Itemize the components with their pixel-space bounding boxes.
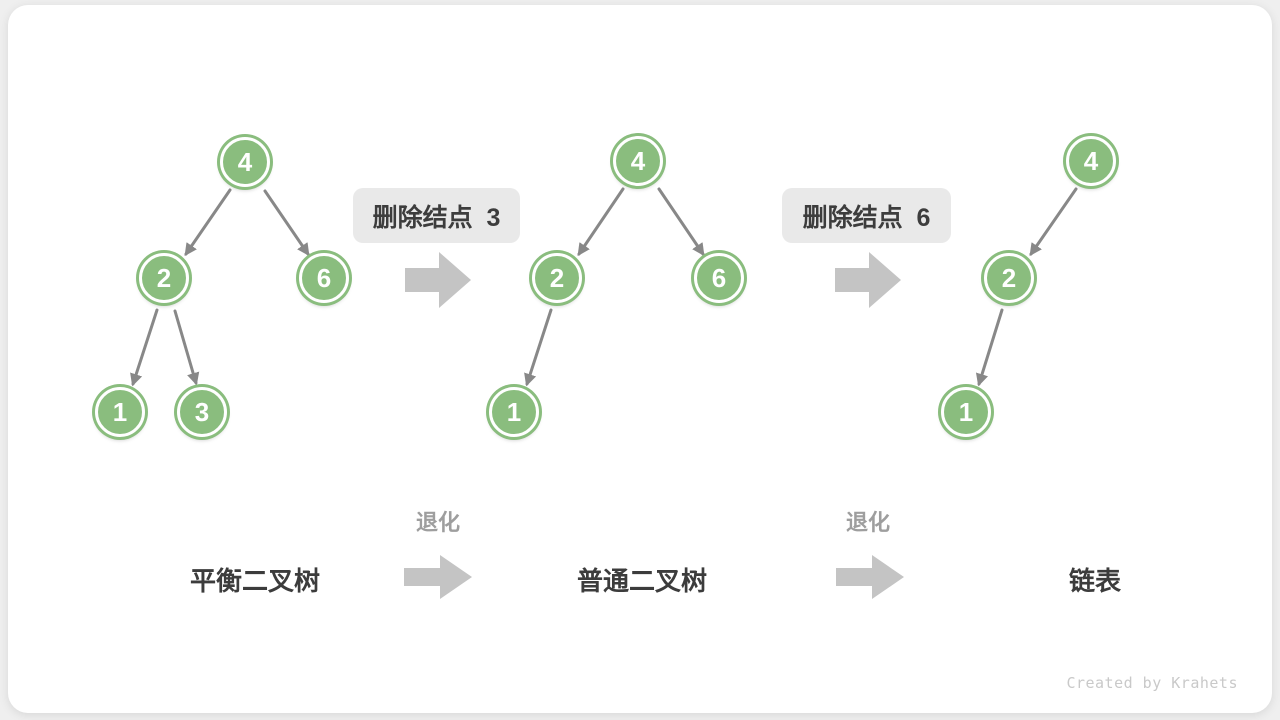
degrade-label-1: 退化 bbox=[415, 510, 461, 535]
tree2-node-2: 2 bbox=[532, 253, 582, 303]
tree2-node-4: 4 bbox=[613, 136, 663, 186]
tree1-node-6: 6 bbox=[299, 253, 349, 303]
stage-title-ordinary-binary-tree: 普通二叉树 bbox=[576, 566, 708, 596]
tree3-node-4: 4 bbox=[1066, 136, 1116, 186]
stage-title-balanced-binary-tree: 平衡二叉树 bbox=[189, 566, 321, 596]
delete-node-3-label: 删除结点 3 bbox=[353, 188, 520, 243]
tree1-node-2: 2 bbox=[139, 253, 189, 303]
tree1-node-3: 3 bbox=[177, 387, 227, 437]
stage-title-linked-list: 链表 bbox=[1068, 566, 1122, 596]
diagram-card bbox=[8, 5, 1272, 713]
tree1-node-4: 4 bbox=[220, 137, 270, 187]
tree3-node-1: 1 bbox=[941, 387, 991, 437]
tree2-node-6: 6 bbox=[694, 253, 744, 303]
tree1-node-1: 1 bbox=[95, 387, 145, 437]
tree2-node-1: 1 bbox=[489, 387, 539, 437]
tree3-node-2: 2 bbox=[984, 253, 1034, 303]
delete-node-6-label: 删除结点 6 bbox=[782, 188, 951, 243]
watermark-credit: Created by Krahets bbox=[1066, 674, 1238, 692]
degrade-label-2: 退化 bbox=[845, 510, 891, 535]
